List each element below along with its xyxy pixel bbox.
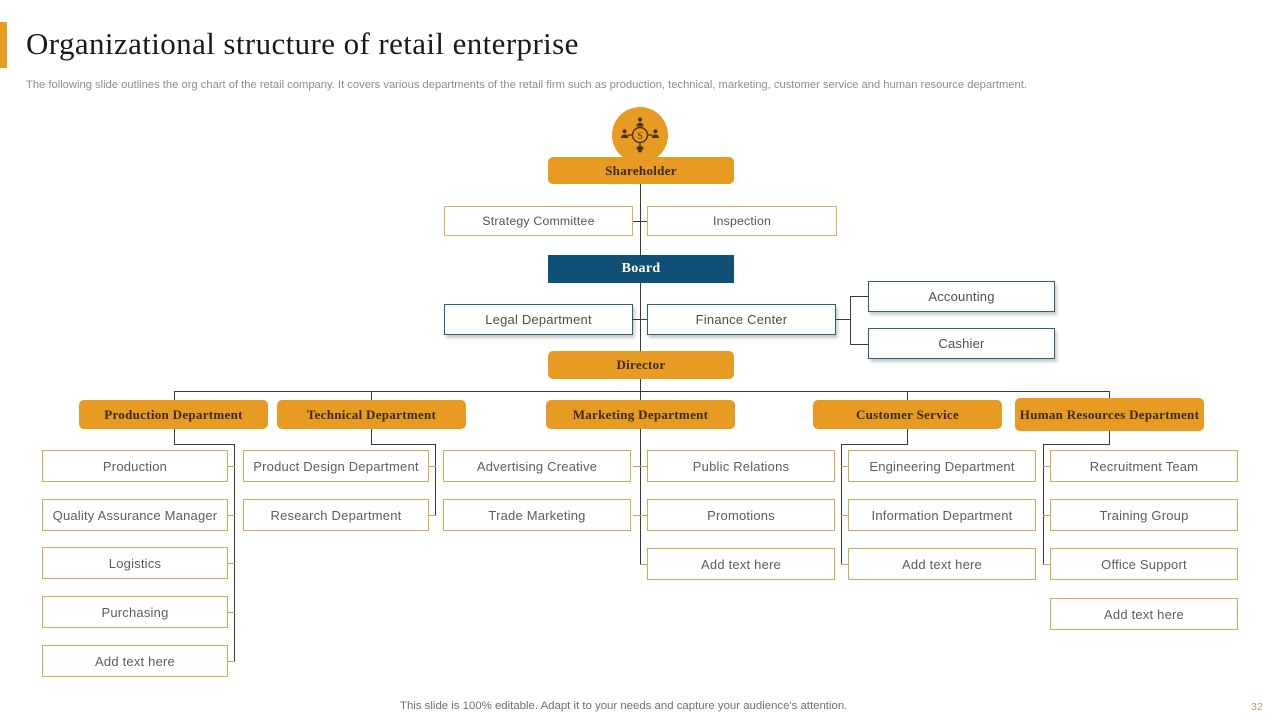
connector-cs-item-2 — [841, 564, 849, 566]
connector-rail-cashier — [850, 344, 870, 346]
connector-production-rail — [234, 444, 236, 662]
connector-drop-human-resources — [1109, 391, 1111, 401]
connector-creative-item-1 — [633, 515, 641, 517]
connector-cs-item-0 — [841, 466, 849, 468]
node-department-production[interactable]: Production Department — [79, 400, 268, 429]
node-department-customer-service[interactable]: Customer Service — [813, 400, 1002, 429]
connector-hr-item-1 — [1043, 515, 1051, 517]
connector-drop-technical — [371, 391, 373, 401]
list-item[interactable]: Training Group — [1050, 499, 1238, 531]
title-accent-bar — [0, 22, 7, 68]
connector-production-item-2 — [227, 563, 235, 565]
connector-finance-rail — [850, 296, 852, 344]
connector-hr-drop — [1109, 431, 1111, 445]
list-item[interactable]: Add text here — [1050, 598, 1238, 630]
stakeholder-network-glyph: S — [620, 117, 660, 153]
node-inspection[interactable]: Inspection — [647, 206, 837, 236]
page-number: 32 — [1251, 701, 1263, 713]
svg-text:S: S — [637, 131, 643, 142]
connector-hr-item-0 — [1043, 466, 1051, 468]
node-shareholder[interactable]: Shareholder — [548, 157, 734, 184]
node-finance-center[interactable]: Finance Center — [647, 304, 836, 335]
connector-production-item-0 — [227, 466, 235, 468]
connector-drop-production — [174, 391, 176, 401]
connector-hr-item-2 — [1043, 564, 1051, 566]
list-item[interactable]: Production — [42, 450, 228, 482]
node-department-technical[interactable]: Technical Department — [277, 400, 466, 429]
connector-cs-drop — [907, 429, 909, 445]
list-item[interactable]: Add text here — [647, 548, 835, 580]
list-item[interactable]: Office Support — [1050, 548, 1238, 580]
list-item[interactable]: Quality Assurance Manager — [42, 499, 228, 531]
node-department-marketing[interactable]: Marketing Department — [546, 400, 735, 429]
connector-shareholder-board — [640, 184, 642, 279]
connector-hr-elbow — [1043, 444, 1110, 446]
node-director[interactable]: Director — [548, 351, 734, 379]
connector-rail-accounting — [850, 296, 870, 298]
list-item[interactable]: Add text here — [42, 645, 228, 677]
connector-drop-marketing — [640, 379, 642, 401]
list-item[interactable]: Public Relations — [647, 450, 835, 482]
connector-technical-item-0 — [428, 466, 436, 468]
page-subtitle: The following slide outlines the org cha… — [26, 79, 1027, 91]
connector-production-item-1 — [227, 515, 235, 517]
node-accounting[interactable]: Accounting — [868, 281, 1055, 312]
node-department-human-resources[interactable]: Human Resources Department — [1015, 398, 1204, 431]
list-item[interactable]: Trade Marketing — [443, 499, 631, 531]
list-item[interactable]: Purchasing — [42, 596, 228, 628]
page-title: Organizational structure of retail enter… — [26, 26, 579, 61]
connector-technical-item-1 — [428, 515, 436, 517]
connector-technical-drop — [371, 429, 373, 445]
connector-marketing-item-2 — [640, 564, 648, 566]
node-cashier[interactable]: Cashier — [868, 328, 1055, 359]
list-item[interactable]: Research Department — [243, 499, 429, 531]
list-item[interactable]: Engineering Department — [848, 450, 1036, 482]
connector-technical-elbow — [371, 444, 436, 446]
connector-production-drop — [174, 429, 176, 445]
connector-cs-item-1 — [841, 515, 849, 517]
list-item[interactable]: Information Department — [848, 499, 1036, 531]
list-item[interactable]: Advertising Creative — [443, 450, 631, 482]
node-board[interactable]: Board — [548, 255, 734, 283]
connector-marketing-rail — [640, 429, 642, 565]
list-item[interactable]: Promotions — [647, 499, 835, 531]
connector-legal-finance — [633, 319, 647, 321]
connector-technical-rail — [435, 444, 437, 516]
list-item[interactable]: Logistics — [42, 547, 228, 579]
node-legal-department[interactable]: Legal Department — [444, 304, 633, 335]
connector-cs-elbow — [841, 444, 908, 446]
list-item[interactable]: Product Design Department — [243, 450, 429, 482]
list-item[interactable]: Add text here — [848, 548, 1036, 580]
connector-drop-customer-service — [907, 391, 909, 401]
connector-production-item-3 — [227, 612, 235, 614]
footer-note: This slide is 100% editable. Adapt it to… — [400, 700, 848, 712]
connector-creative-item-0 — [633, 466, 641, 468]
node-strategy-committee[interactable]: Strategy Committee — [444, 206, 633, 236]
connector-board-director — [640, 283, 642, 367]
stakeholder-network-icon: S — [612, 107, 668, 163]
connector-production-item-4 — [227, 661, 235, 663]
connector-cs-rail — [841, 444, 843, 565]
connector-production-elbow — [174, 444, 235, 446]
connector-hr-rail — [1043, 444, 1045, 565]
connector-committee-inspection — [633, 221, 647, 223]
list-item[interactable]: Recruitment Team — [1050, 450, 1238, 482]
connector-marketing-item-0 — [640, 466, 648, 468]
connector-finance-rail-stub — [836, 319, 850, 321]
connector-marketing-item-1 — [640, 515, 648, 517]
connector-department-bus — [174, 391, 1110, 393]
